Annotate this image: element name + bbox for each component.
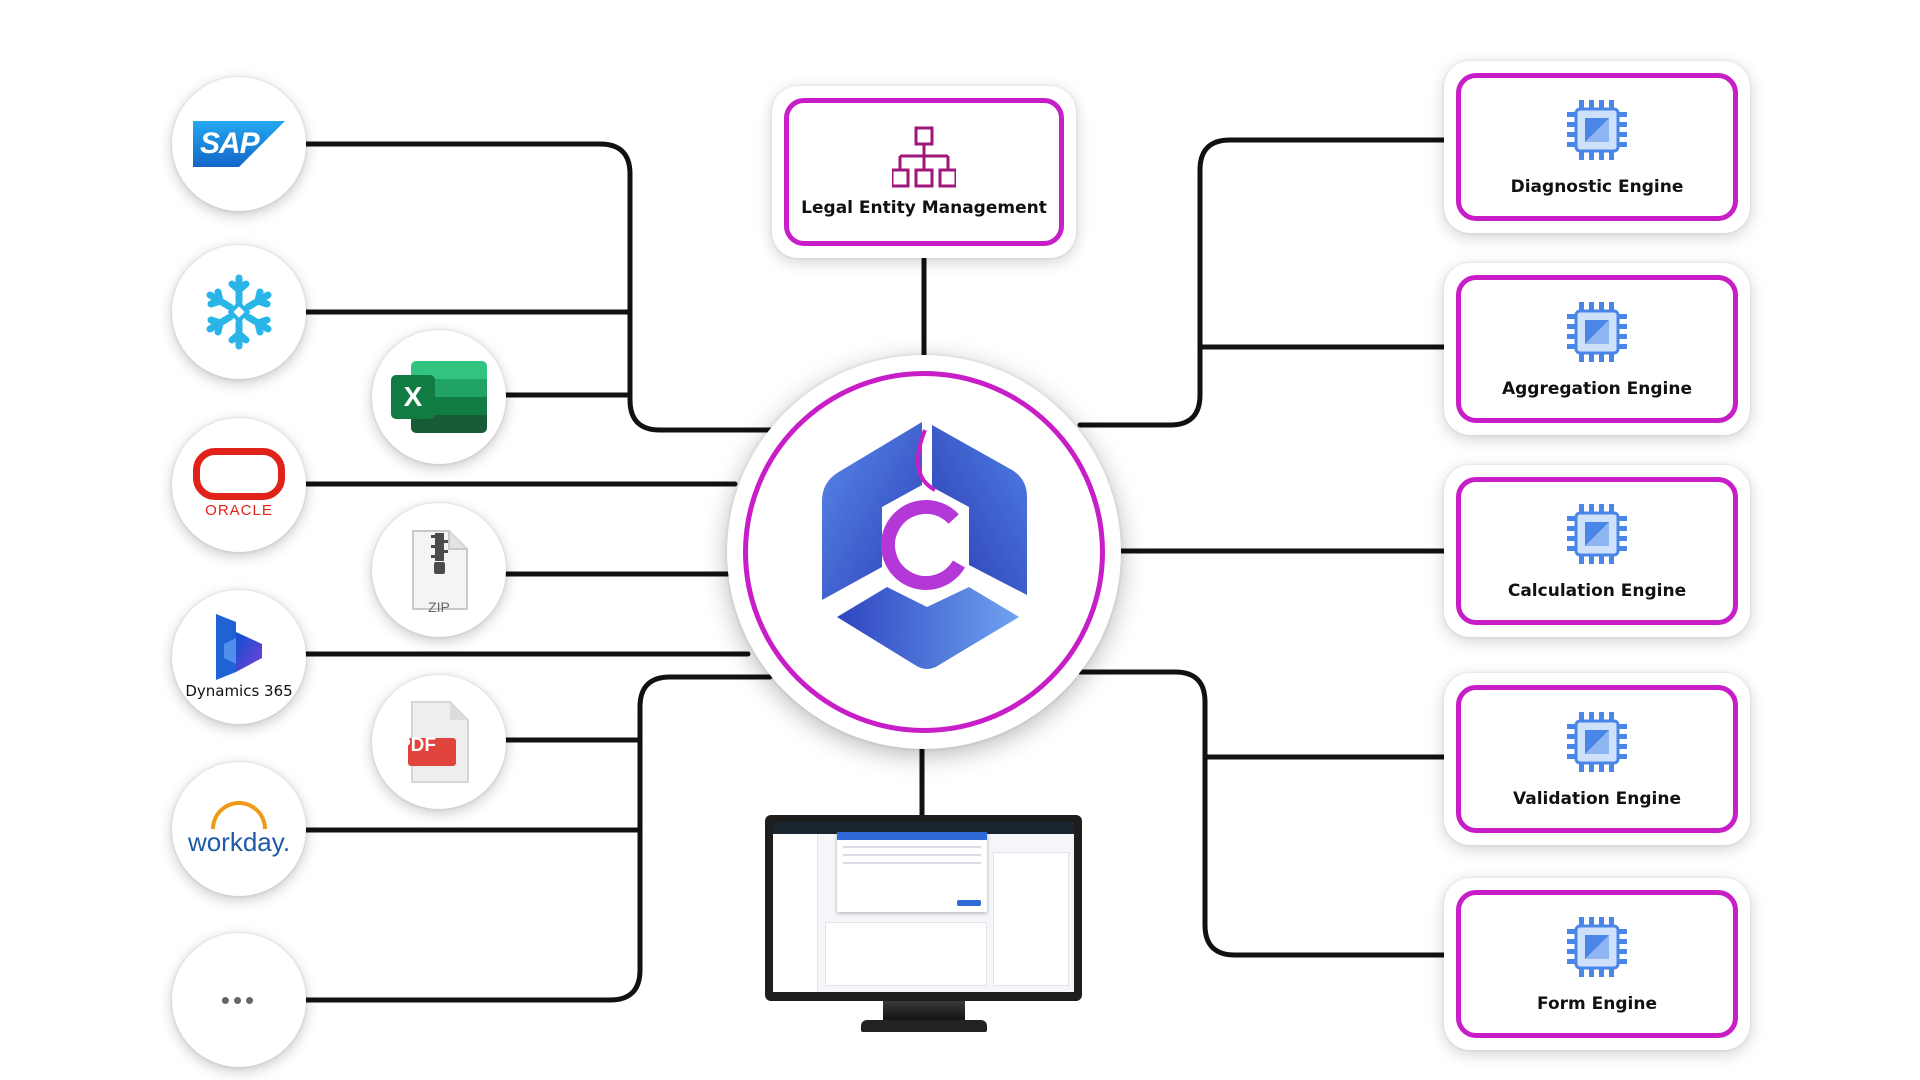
zip-label: ZIP bbox=[428, 599, 450, 615]
more-sources-node[interactable]: ••• bbox=[172, 933, 306, 1067]
zip-file-icon bbox=[412, 530, 468, 610]
chip-icon bbox=[1565, 502, 1629, 571]
pdf-label: PDF bbox=[398, 735, 436, 756]
monitor-stand bbox=[883, 1001, 965, 1021]
chip-icon bbox=[1565, 915, 1629, 984]
engine-label: Validation Engine bbox=[1513, 788, 1681, 809]
dynamics-label: Dynamics 365 bbox=[185, 682, 293, 700]
engine-label: Form Engine bbox=[1537, 993, 1657, 1014]
engine-card-validation[interactable]: Validation Engine bbox=[1444, 673, 1750, 845]
chip-icon bbox=[1565, 300, 1629, 369]
dynamics-node[interactable]: Dynamics 365 bbox=[172, 590, 306, 724]
workday-node[interactable]: workday. bbox=[172, 762, 306, 896]
oracle-ring-icon bbox=[193, 447, 285, 500]
legal-entity-management-card[interactable]: Legal Entity Management bbox=[772, 86, 1076, 258]
workday-arc-icon bbox=[211, 800, 267, 829]
sap-logo-node[interactable]: SAP bbox=[172, 77, 306, 211]
screen-calendar bbox=[993, 852, 1069, 986]
engine-card-diagnostic[interactable]: Diagnostic Engine bbox=[1444, 61, 1750, 233]
legal-entity-management-label: Legal Entity Management bbox=[801, 198, 1047, 218]
dashboard-screen bbox=[773, 822, 1074, 992]
pdf-file-icon bbox=[408, 701, 469, 783]
screen-panel bbox=[825, 922, 987, 986]
sap-label: SAP bbox=[200, 127, 260, 160]
snowflake-node[interactable] bbox=[172, 245, 306, 379]
engine-label: Calculation Engine bbox=[1507, 580, 1687, 601]
engine-card-calculation[interactable]: Calculation Engine bbox=[1444, 465, 1750, 637]
sap-logo-icon bbox=[193, 121, 285, 167]
dynamics-logo-icon bbox=[216, 614, 262, 680]
oracle-node[interactable]: ORACLE bbox=[172, 418, 306, 552]
engine-label: Aggregation Engine bbox=[1501, 378, 1693, 399]
compliance-logo-icon bbox=[822, 422, 1027, 669]
engine-card-form[interactable]: Form Engine bbox=[1444, 878, 1750, 1050]
hub-ring bbox=[743, 371, 1105, 733]
engine-label: Diagnostic Engine bbox=[1510, 176, 1684, 197]
pdf-node[interactable]: PDF bbox=[372, 675, 506, 809]
chip-icon bbox=[1565, 98, 1629, 167]
screen-modal bbox=[837, 832, 987, 912]
workday-label: workday. bbox=[187, 826, 291, 857]
more-dots-icon: ••• bbox=[220, 984, 258, 1015]
screen-sidebar bbox=[773, 834, 818, 992]
monitor-base bbox=[861, 1020, 987, 1032]
engine-card-aggregation[interactable]: Aggregation Engine bbox=[1444, 263, 1750, 435]
central-hub[interactable]: C bbox=[727, 355, 1121, 749]
oracle-label: ORACLE bbox=[205, 501, 273, 519]
excel-icon: X bbox=[391, 361, 487, 433]
chip-icon bbox=[1565, 710, 1629, 779]
zip-node[interactable]: ZIP bbox=[372, 503, 506, 637]
excel-node[interactable]: X bbox=[372, 330, 506, 464]
org-chart-icon bbox=[892, 126, 956, 188]
snowflake-icon bbox=[206, 274, 272, 350]
excel-letter: X bbox=[403, 381, 423, 412]
screen-topbar bbox=[773, 822, 1074, 834]
